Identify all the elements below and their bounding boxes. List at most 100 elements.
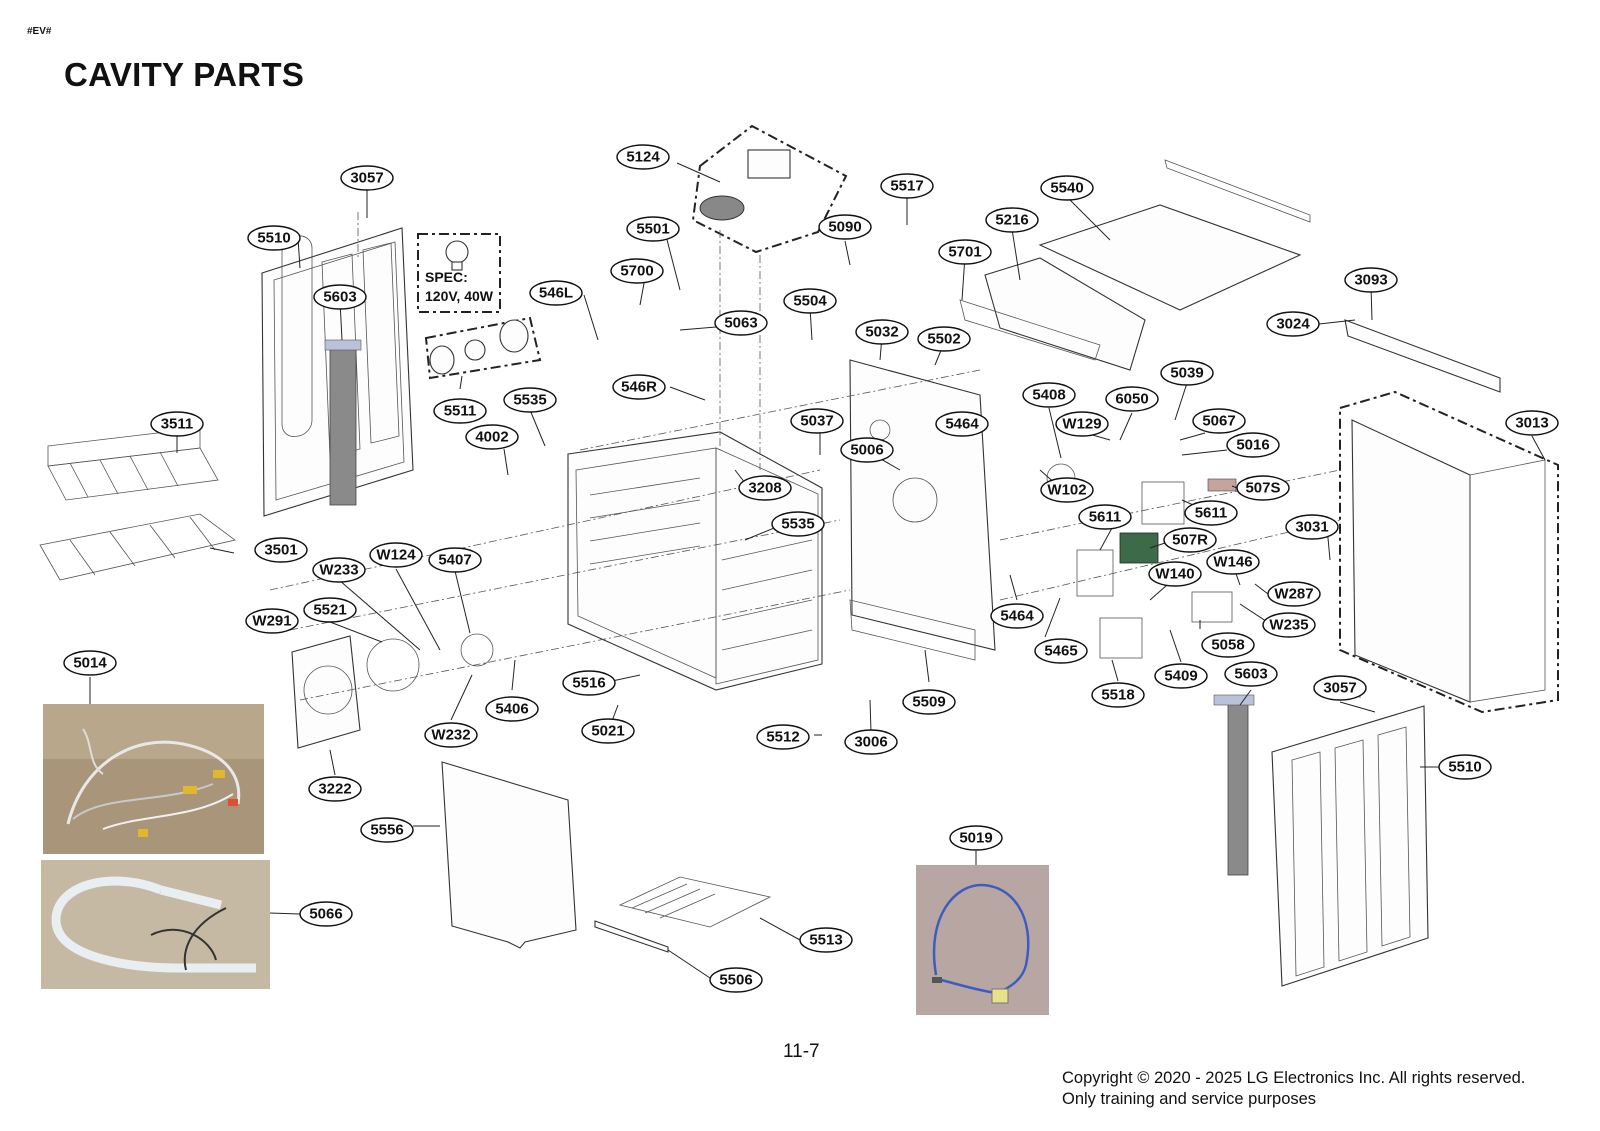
callout-label: 5535 xyxy=(781,516,814,533)
outer-case xyxy=(1339,390,1559,714)
callout-label: 5516 xyxy=(572,675,605,692)
callout: 5510 xyxy=(247,225,301,251)
callout: 5611 xyxy=(1184,500,1238,526)
callout: 5513 xyxy=(799,927,853,953)
callout-label: 5535 xyxy=(513,392,546,409)
callout: 3013 xyxy=(1505,410,1559,436)
hose-photo xyxy=(41,860,270,989)
callout-label: 546L xyxy=(539,285,573,302)
heater-element-left xyxy=(324,339,362,506)
callout: 6050 xyxy=(1105,386,1159,412)
control-boards xyxy=(1046,463,1237,659)
callout-label: 5556 xyxy=(370,822,403,839)
callout: W287 xyxy=(1267,581,1321,607)
callout-label: 5037 xyxy=(800,413,833,430)
callout: 5511 xyxy=(433,398,487,424)
callout-label: W129 xyxy=(1062,416,1101,433)
callout: 5518 xyxy=(1091,682,1145,708)
callout: 5701 xyxy=(938,239,992,265)
callout: 5124 xyxy=(616,144,670,170)
callout: 5517 xyxy=(880,173,934,199)
callout-label: 5603 xyxy=(1234,666,1267,683)
callout-label: 5019 xyxy=(959,830,992,847)
copyright-line: Copyright © 2020 - 2025 LG Electronics I… xyxy=(1062,1069,1526,1087)
callout: W146 xyxy=(1206,549,1260,575)
callout: 3501 xyxy=(254,537,308,563)
callout: W124 xyxy=(369,542,423,568)
callout: 5019 xyxy=(949,825,1003,851)
callout: 507R xyxy=(1163,527,1217,553)
spec-value: 120V, 40W xyxy=(425,288,494,304)
callout-label: 5501 xyxy=(636,221,669,238)
callout-label: 3031 xyxy=(1295,519,1328,536)
callout-label: 3024 xyxy=(1276,316,1310,333)
callout: 5506 xyxy=(709,967,763,993)
oven-racks xyxy=(39,427,236,581)
callout-label: 546R xyxy=(621,379,657,396)
callout-label: 5700 xyxy=(620,263,653,280)
callout-label: 5124 xyxy=(626,149,660,166)
callout: 5603 xyxy=(313,284,367,310)
callout-label: 3501 xyxy=(264,542,297,559)
callout-label: 5058 xyxy=(1211,637,1244,654)
callout: 5067 xyxy=(1192,408,1246,434)
fan-ring xyxy=(366,633,494,692)
callout-label: W291 xyxy=(252,613,291,630)
convection-fan-assembly xyxy=(691,124,848,254)
callout: 5501 xyxy=(626,216,680,242)
callout-label: 3208 xyxy=(748,480,781,497)
lamp-assembly xyxy=(424,316,542,380)
callout: 5611 xyxy=(1078,504,1132,530)
callout: 3222 xyxy=(308,776,362,802)
callout: 3057 xyxy=(340,165,394,191)
callout: 5535 xyxy=(771,511,825,537)
callout-label: 5521 xyxy=(313,602,346,619)
callout: 5407 xyxy=(428,547,482,573)
callout: 4002 xyxy=(465,424,519,450)
callout-label: 5021 xyxy=(591,723,624,740)
callout-label: 5216 xyxy=(995,212,1028,229)
callout-label: 5540 xyxy=(1050,180,1083,197)
blue-cable-photo xyxy=(916,865,1049,1015)
callout: 5408 xyxy=(1022,382,1076,408)
callout: W232 xyxy=(424,722,478,748)
right-door-frame xyxy=(1271,705,1429,987)
callout-label: 5067 xyxy=(1202,413,1235,430)
callout-label: 3013 xyxy=(1515,415,1548,432)
callout: 3208 xyxy=(738,475,792,501)
callout-label: 5407 xyxy=(438,552,471,569)
usage-note: Only training and service purposes xyxy=(1062,1090,1317,1108)
callout-label: W232 xyxy=(431,727,470,744)
callout-label: 5506 xyxy=(719,972,752,989)
callout: 5603 xyxy=(1224,661,1278,687)
callout: 5700 xyxy=(610,258,664,284)
spec-label: SPEC: xyxy=(425,269,468,285)
callout: 5021 xyxy=(581,718,635,744)
page-title: CAVITY PARTS xyxy=(64,56,305,93)
callout-label: 5409 xyxy=(1164,668,1197,685)
callout-label: 5039 xyxy=(1170,365,1203,382)
callout: W235 xyxy=(1262,612,1316,638)
callout: 5039 xyxy=(1160,360,1214,386)
callout-label: 5408 xyxy=(1032,387,1065,404)
callout: 5058 xyxy=(1201,632,1255,658)
callout: 5216 xyxy=(985,207,1039,233)
callout: 5016 xyxy=(1226,432,1280,458)
callout: 5409 xyxy=(1154,663,1208,689)
callout: 5516 xyxy=(562,670,616,696)
callout-label: 5701 xyxy=(948,244,981,261)
callouts: 5124 3057 5517 5540 5510 5090 5216 5501 … xyxy=(63,144,1559,993)
callout: 5504 xyxy=(783,288,837,314)
callout: 3093 xyxy=(1344,267,1398,293)
callout-label: 5504 xyxy=(793,293,827,310)
callout-label: 5016 xyxy=(1236,437,1269,454)
callout: 5509 xyxy=(902,689,956,715)
callout-label: 5006 xyxy=(850,442,883,459)
callout: 546L xyxy=(529,280,583,306)
callout-label: 5464 xyxy=(1000,608,1034,625)
callout: 5063 xyxy=(714,310,768,336)
callout: 3006 xyxy=(844,729,898,755)
callout: 5066 xyxy=(299,901,353,927)
callout: 5540 xyxy=(1040,175,1094,201)
